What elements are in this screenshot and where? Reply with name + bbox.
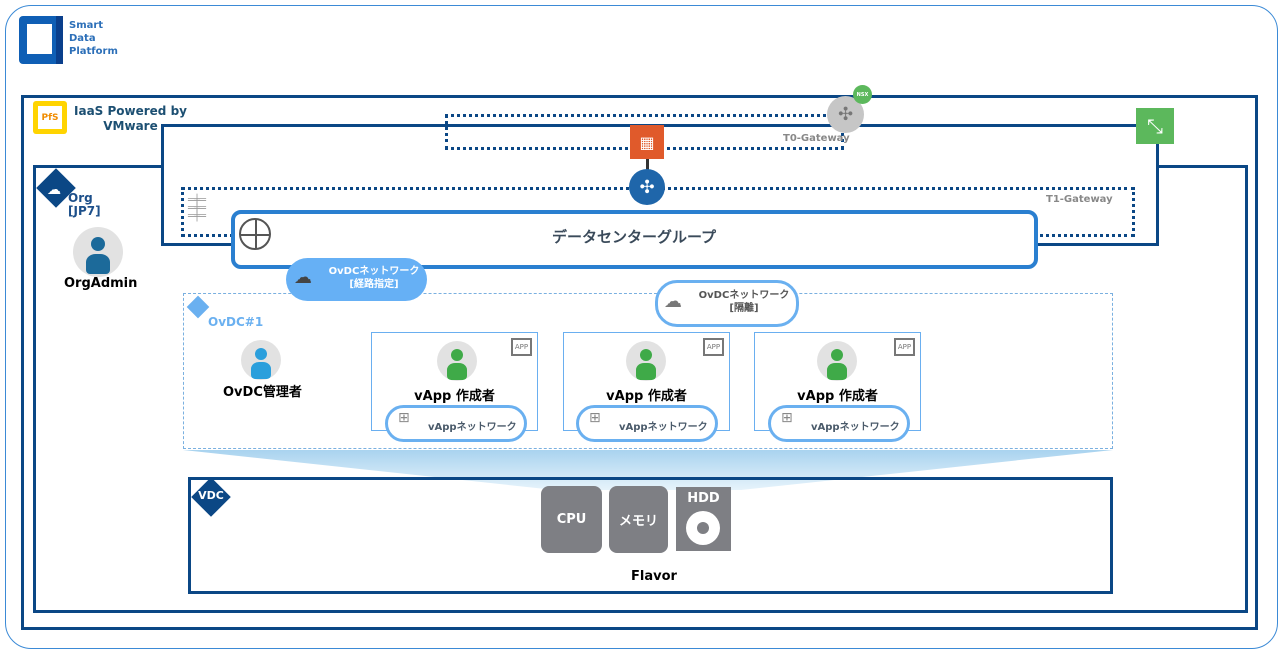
ovdc-admin-avatar (241, 340, 281, 380)
vapp-creator-avatar (817, 341, 857, 381)
brand-line: Platform (69, 46, 118, 57)
globe-crosshair-icon (239, 218, 271, 250)
t1-router-icon: ✣ (629, 169, 665, 205)
routed-line2: [経路指定] (349, 279, 399, 290)
isolated-line2: [隔離] (729, 303, 759, 314)
nsx-switch-icon: ⤡ (1136, 108, 1174, 144)
org-badge: ☁ (36, 168, 76, 208)
app-icon: APP (703, 338, 724, 356)
vapp-network[interactable]: ⊞ vAppネットワーク (576, 405, 718, 442)
iaas-title: IaaS Powered by VMware (74, 104, 187, 134)
vapp-creator-avatar (437, 341, 477, 381)
org-code: [JP7] (68, 204, 101, 218)
vapp-creator-label: vApp 作成者 (606, 389, 687, 404)
datacenter-group-title: データセンターグループ (551, 228, 717, 246)
vapp-creator-avatar (626, 341, 666, 381)
hdd-tile: HDD (676, 487, 731, 551)
hdd-label: HDD (687, 491, 720, 506)
outer-frame (5, 5, 1278, 649)
app-icon: APP (511, 338, 532, 356)
org-top-border (33, 165, 163, 168)
network-switch-icon: ⊞ (398, 410, 410, 426)
routed-line1: OvDCネットワーク (328, 266, 420, 277)
ovdc-label: OvDC#1 (208, 315, 264, 329)
app-icon: APP (894, 338, 915, 356)
org-top-border (1157, 165, 1248, 168)
iaas-container (21, 95, 1258, 630)
network-switch-icon: ⊞ (781, 410, 793, 426)
vapp-creator-label: vApp 作成者 (797, 389, 878, 404)
pfs-logo-text: PfS (38, 106, 62, 129)
network-cloud-icon: ☁ (664, 291, 682, 312)
isolated-line1: OvDCネットワーク (698, 290, 790, 301)
vapp-creator-label: vApp 作成者 (414, 389, 495, 404)
memory-tile: メモリ (609, 486, 668, 553)
ovdc-container (183, 293, 1113, 449)
iaas-line1: IaaS Powered by (74, 104, 187, 118)
ovdc-admin-label: OvDC管理者 (223, 385, 302, 400)
cloud-icon: ☁ (47, 182, 61, 198)
switch-icon: ═╪══╪══╪═ (188, 195, 207, 222)
vdc-badge: VDC (190, 477, 232, 517)
brand-line: Data (69, 33, 96, 44)
vapp-network-label: vAppネットワーク (619, 422, 708, 433)
pfs-logo: PfS (33, 101, 67, 134)
iaas-line2: VMware (103, 119, 158, 133)
vapp-network[interactable]: ⊞ vAppネットワーク (385, 405, 527, 442)
vdc-badge-text: VDC (198, 489, 224, 502)
vapp-network-label: vAppネットワーク (428, 422, 517, 433)
ovdc-network-routed[interactable]: ☁ OvDCネットワーク [経路指定] (286, 258, 427, 301)
network-cloud-icon: ☁ (294, 267, 312, 288)
smart-data-platform-logo (19, 16, 63, 64)
flavor-label: Flavor (631, 569, 677, 584)
vapp-network-label: vAppネットワーク (811, 422, 900, 433)
ovdc-network-isolated[interactable]: ☁ OvDCネットワーク [隔離] (655, 280, 799, 327)
vdc-container (188, 477, 1113, 594)
brand-line: Smart (69, 20, 104, 31)
brand-name: Smart Data Platform (69, 19, 118, 58)
firewall-icon: ▦ (630, 125, 664, 159)
org-label: Org [JP7] (68, 192, 101, 218)
t0-gateway-label: T0-Gateway (783, 133, 850, 144)
org-admin-label: OrgAdmin (64, 276, 138, 291)
org-name: Org (68, 191, 93, 205)
cpu-tile: CPU (541, 486, 602, 553)
org-container (33, 165, 1248, 613)
org-admin-avatar (73, 227, 123, 277)
t1-gateway-label: T1-Gateway (1046, 194, 1113, 205)
vapp-network[interactable]: ⊞ vAppネットワーク (768, 405, 910, 442)
ovdc-badge (186, 295, 210, 319)
nsx-badge: NSX (853, 85, 872, 104)
network-switch-icon: ⊞ (589, 410, 601, 426)
disk-icon (686, 511, 720, 545)
vapp-box: APP vApp 作成者 (563, 332, 730, 431)
firewall-link (646, 159, 649, 171)
